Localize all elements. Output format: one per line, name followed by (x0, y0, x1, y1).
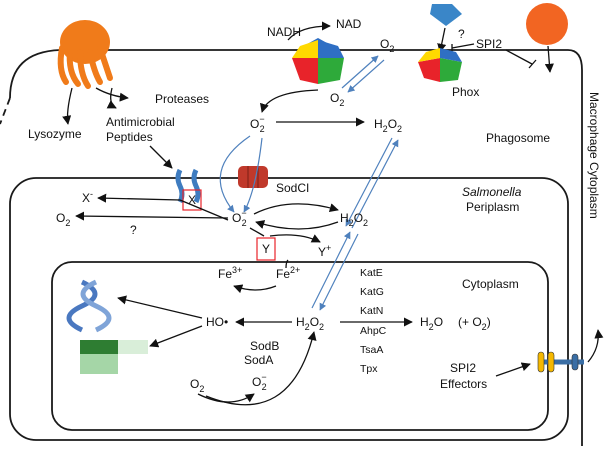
o2-periplasm-label: O2 (56, 211, 70, 228)
nadh-label: NADH (267, 25, 301, 39)
y-box-label: Y (262, 242, 270, 256)
y-box (256, 237, 276, 261)
phox-complex-right (418, 48, 462, 82)
o2-top-label: O2 (380, 37, 394, 54)
fe3-label: Fe3+ (218, 265, 242, 281)
enzyme-tsaa: TsaA (360, 344, 383, 356)
porin (175, 168, 201, 204)
proteases-label: Proteases (155, 92, 209, 106)
x-box (182, 189, 202, 211)
question-periplasm: ? (130, 223, 137, 237)
hydroxyl-label: HO• (206, 315, 228, 329)
superoxide-cytoplasm-label: O−2 (252, 372, 267, 392)
dna-icon (66, 279, 112, 333)
cytoplasm-label: Cytoplasm (462, 277, 519, 291)
enzyme-tpx: Tpx (360, 363, 378, 375)
h2o2-cytoplasm-label: H2O2 (296, 315, 324, 332)
protein-block-icon (80, 340, 148, 374)
macrophage-membrane (9, 49, 583, 446)
phox-complex-left (292, 38, 344, 84)
enzyme-ahpc: AhpC (360, 325, 387, 337)
spi2-hexagon (430, 4, 462, 26)
antimicrobial-label-1: Antimicrobial (106, 115, 175, 129)
salmonella-label: Salmonella (462, 185, 522, 199)
o2-cytoplasm-label: O2 (190, 377, 204, 394)
sodb-label: SodB (250, 339, 279, 353)
lysozyme-label: Lysozyme (28, 127, 82, 141)
soda-label: SodA (244, 353, 273, 367)
phagosome-label: Phagosome (486, 131, 550, 145)
proteases-protein (57, 20, 113, 89)
outer-membrane (9, 177, 569, 441)
h2o2-phagosome-label: H2O2 (374, 117, 402, 134)
o2-product-label: (+ O2) (458, 315, 491, 332)
question-spi2: ? (458, 27, 465, 41)
enzyme-kate: KatE (360, 267, 383, 279)
membrane-dashes (0, 97, 11, 125)
y-plus-label: Y+ (318, 243, 331, 259)
phox-label: Phox (452, 85, 479, 99)
superoxide-phagosome-label: O−2 (250, 114, 265, 134)
enzyme-katg: KatG (360, 286, 384, 298)
spi2-effectors-label-2: Effectors (440, 377, 487, 391)
periplasm-label: Periplasm (466, 200, 519, 214)
superoxide-periplasm-label: O−2 (232, 208, 247, 228)
sodci-label: SodCI (276, 181, 309, 195)
enzyme-katn: KatN (360, 305, 383, 317)
sodci-channel (238, 166, 268, 188)
inner-membrane (51, 261, 549, 431)
x-box-label: X (188, 193, 196, 207)
h2o-product-label: H2O (420, 315, 443, 332)
spi2-effectors-label-1: SPI2 (450, 361, 476, 375)
o2-phox-label: O2 (330, 91, 344, 108)
antimicrobial-label-2: Peptides (106, 130, 153, 144)
spi2-secretion-system (537, 351, 584, 373)
spi2-top-label: SPI2 (476, 37, 502, 51)
macrophage-cytoplasm-label: Macrophage Cytoplasm (587, 92, 601, 219)
nad-label: NAD (336, 17, 362, 31)
macrophage-protein (526, 3, 568, 45)
fe2-label: Fe2+ (276, 265, 300, 281)
x-minus-label: X- (82, 189, 93, 205)
h2o2-periplasm-label: H2O2 (340, 211, 368, 228)
peroxidase-enzymes: KatE KatG KatN AhpC TsaA Tpx (360, 267, 387, 375)
